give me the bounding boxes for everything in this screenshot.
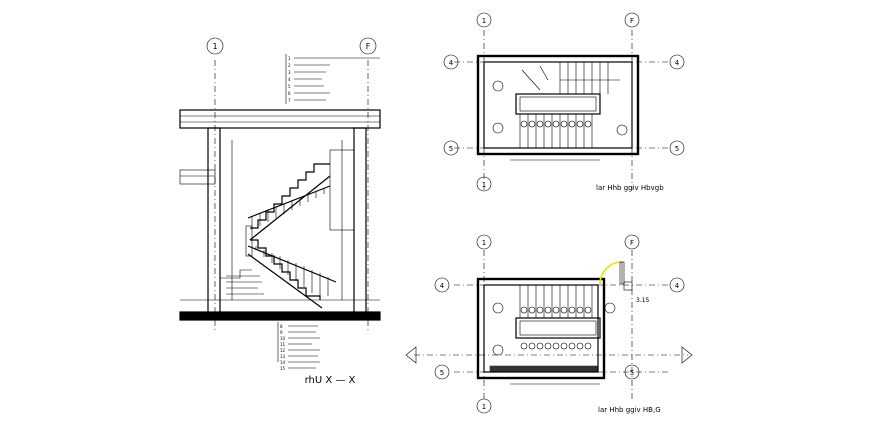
- grid-label-bottom-1-bottom: 1: [482, 403, 486, 411]
- landing-newel: [245, 225, 253, 257]
- plan-bottom-column-2: [492, 344, 504, 356]
- grid-bubble-top-5-right: [669, 140, 685, 156]
- left-slab: [179, 169, 216, 185]
- grid-bubble-top-4-right: [669, 54, 685, 70]
- plan-bottom-column-3: [604, 302, 616, 314]
- note-top-1: 1: [288, 56, 291, 61]
- section-marker-left: [405, 346, 417, 364]
- plan-top-outer-wall: [476, 54, 640, 156]
- roof-slab: [179, 109, 381, 129]
- note-bottom-6: 13: [280, 354, 286, 359]
- grid-bubble-top-5-left: [443, 140, 459, 156]
- plan-top-upper-treads: [559, 62, 620, 94]
- grid-label-bottom-4-left: 4: [440, 282, 445, 290]
- grid-label-top-5-left: 5: [449, 145, 453, 153]
- plan-top-balusters: [520, 120, 592, 128]
- plan-top-lower-treads: [519, 114, 593, 148]
- grid-label-bottom-1: 1: [482, 239, 486, 247]
- grid-bubble-bottom-5-left: [434, 364, 450, 380]
- note-bottom-4: 11: [280, 342, 286, 347]
- grid-bubble-bottom-4-left: [434, 277, 450, 293]
- grid-bubble-bottom-f: [624, 234, 640, 250]
- plan-top-column-2: [492, 122, 504, 134]
- grid-bubble-bottom-5-right: [624, 364, 640, 380]
- grid-label-top-1-bottom: 1: [482, 181, 486, 189]
- note-top-7: 7: [288, 98, 291, 103]
- grid-label-bottom-5-left: 5: [440, 369, 444, 377]
- plan-top-column-3: [616, 124, 628, 136]
- grid-bubble-section-1: [206, 37, 224, 55]
- grid-bubble-top-f: [624, 12, 640, 28]
- grid-label-top-5-right: 5: [675, 145, 679, 153]
- grid-label-bottom-f: F: [630, 239, 634, 247]
- lower-balustrade: [247, 245, 337, 296]
- note-top-2: 2: [288, 63, 291, 68]
- grid-label-section-1: 1: [212, 42, 217, 51]
- grid-bubble-bottom-4-right: [669, 277, 685, 293]
- grid-label-top-4-right: 4: [675, 59, 680, 67]
- note-top-6: 6: [288, 91, 291, 96]
- plan-top-stair-well: [515, 93, 601, 115]
- grid-label-bottom-4-right: 4: [675, 282, 680, 290]
- plan-bottom-level-label: 3.15: [636, 297, 650, 304]
- plan-bottom-outer-wall: [476, 277, 606, 380]
- grid-label-top-1: 1: [482, 17, 486, 25]
- grid-bubble-top-4-left: [443, 54, 459, 70]
- section-notes-bottom: 8 9 10 11 12 13 14 15: [277, 322, 320, 371]
- stair-section-view: 1 F: [179, 37, 381, 386]
- note-bottom-7: 14: [280, 360, 286, 365]
- plan-top-caption: lar Hhb ggiv Hbvgb: [596, 184, 664, 192]
- plan-bottom-column-box: [623, 281, 633, 291]
- note-top-4: 4: [288, 77, 291, 82]
- door-swing-arc: [599, 261, 623, 285]
- door-frame: [619, 261, 625, 285]
- plan-top-column-1: [492, 80, 504, 92]
- ground-slab: [179, 311, 381, 321]
- grid-label-top-4-left: 4: [449, 59, 454, 67]
- right-wall: [353, 127, 367, 319]
- plan-bottom-upper-treads: [519, 285, 593, 318]
- section-notes-left: [226, 275, 264, 295]
- note-top-5: 5: [288, 84, 291, 89]
- note-bottom-5: 12: [280, 348, 286, 353]
- plan-bottom-caption: lar Hhb ggiv HB,G: [598, 406, 661, 414]
- plan-bottom-stair-well: [515, 317, 601, 339]
- grid-bubble-section-f: [359, 37, 377, 55]
- note-bottom-8: 15: [280, 366, 286, 371]
- plan-bottom-column-1: [492, 302, 504, 314]
- note-bottom-2: 9: [280, 330, 283, 335]
- section-marker-right: [681, 346, 693, 364]
- grid-label-section-f: F: [366, 42, 371, 51]
- upper-stair-flight: [250, 163, 330, 229]
- grid-bubble-top-1-bottom: [476, 176, 492, 192]
- left-wall: [207, 127, 221, 319]
- grid-label-bottom-5-right: 5: [630, 369, 634, 377]
- plan-top-view: 1 F 4 4 5 5 1: [443, 12, 685, 192]
- section-title: rhU X — X: [305, 375, 356, 386]
- plan-bottom-balusters: [520, 306, 592, 350]
- note-top-3: 3: [288, 70, 291, 75]
- grid-bubble-top-1: [476, 12, 492, 28]
- section-notes-top: 1 2 3 4 5 6 7: [285, 54, 380, 104]
- note-bottom-1: 8: [280, 324, 283, 329]
- note-bottom-3: 10: [280, 336, 286, 341]
- grid-label-top-f: F: [630, 17, 634, 25]
- upper-balustrade: [247, 185, 331, 230]
- lower-stair-flight: [250, 239, 321, 300]
- grid-bubble-bottom-1: [476, 234, 492, 250]
- plan-bottom-view: 1 F 4 4 5 5 1 3.15: [405, 234, 693, 414]
- grid-bubble-bottom-1-bottom: [476, 398, 492, 414]
